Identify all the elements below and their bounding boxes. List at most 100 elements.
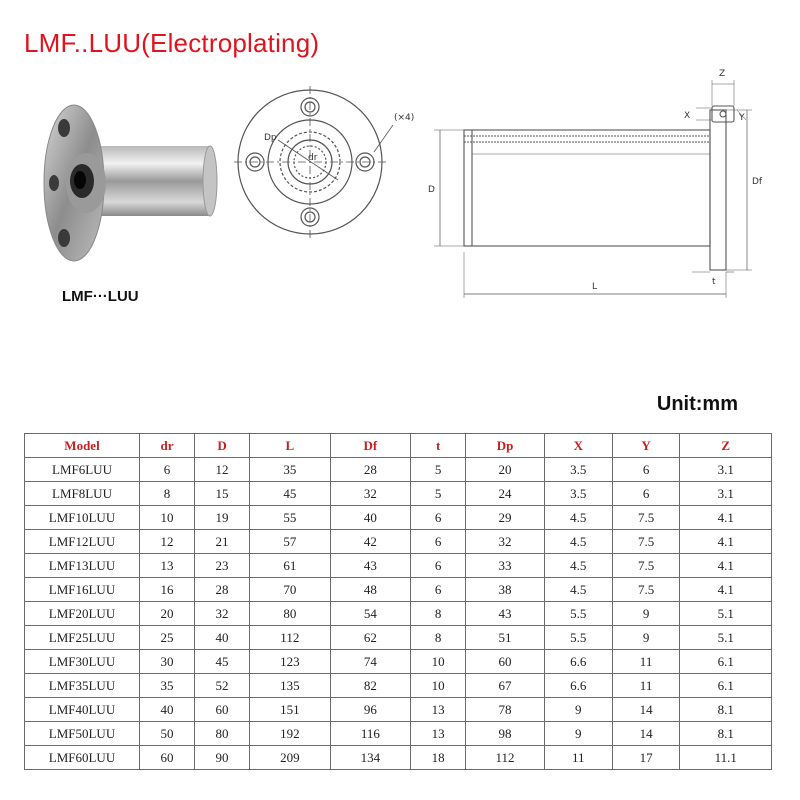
holes-count-label: (×4): [394, 113, 414, 123]
cell-y: 14: [611, 721, 681, 746]
x-label: X: [684, 111, 690, 121]
cell-d: 28: [194, 577, 251, 602]
cell-dr: 12: [138, 529, 196, 554]
cell-model: LMF12LUU: [24, 529, 140, 554]
cell-df: 134: [329, 745, 412, 770]
col-d: D: [194, 433, 251, 458]
cell-x: 9: [543, 697, 613, 722]
cell-model: LMF35LUU: [24, 673, 140, 698]
cell-y: 11: [611, 673, 681, 698]
cell-model: LMF30LUU: [24, 649, 140, 674]
cell-z: 3.1: [679, 481, 772, 506]
cell-d: 60: [194, 697, 251, 722]
cell-t: 6: [410, 529, 467, 554]
cell-d: 12: [194, 457, 251, 482]
cell-dr: 30: [138, 649, 196, 674]
cell-dp: 112: [465, 745, 545, 770]
cell-d: 80: [194, 721, 251, 746]
cell-model: LMF10LUU: [24, 505, 140, 530]
dp-label: Dp: [264, 133, 277, 143]
cell-dp: 32: [465, 529, 545, 554]
y-label: Y: [738, 113, 745, 123]
cell-df: 54: [329, 601, 412, 626]
cell-dr: 35: [138, 673, 196, 698]
cell-df: 28: [329, 457, 412, 482]
side-view-drawing: Z X Y D Df t L: [428, 69, 763, 298]
cell-z: 4.1: [679, 553, 772, 578]
col-z: Z: [679, 433, 772, 458]
table-header-row: Model dr D L Df t Dp X Y Z: [24, 433, 772, 458]
cell-model: LMF8LUU: [24, 481, 140, 506]
cell-dp: 29: [465, 505, 545, 530]
cell-dp: 67: [465, 673, 545, 698]
cell-l: 61: [249, 553, 331, 578]
cell-model: LMF25LUU: [24, 625, 140, 650]
cell-dp: 60: [465, 649, 545, 674]
cell-l: 209: [249, 745, 331, 770]
cell-dr: 40: [138, 697, 196, 722]
cell-d: 21: [194, 529, 251, 554]
cell-model: LMF60LUU: [24, 745, 140, 770]
cell-z: 8.1: [679, 697, 772, 722]
cell-df: 42: [329, 529, 412, 554]
cell-dp: 51: [465, 625, 545, 650]
cell-z: 8.1: [679, 721, 772, 746]
cell-x: 4.5: [543, 505, 613, 530]
z-label: Z: [719, 69, 725, 79]
cell-l: 70: [249, 577, 331, 602]
product-photo: [43, 104, 218, 262]
col-x: X: [543, 433, 613, 458]
cell-t: 10: [410, 649, 467, 674]
cell-t: 18: [410, 745, 467, 770]
cell-x: 4.5: [543, 529, 613, 554]
cell-y: 7.5: [611, 577, 681, 602]
cell-x: 5.5: [543, 601, 613, 626]
cell-t: 8: [410, 601, 467, 626]
product-title: LMF..LUU(Electroplating): [24, 28, 320, 58]
cell-dr: 10: [138, 505, 196, 530]
cell-y: 14: [611, 697, 681, 722]
cell-l: 135: [249, 673, 331, 698]
cell-y: 6: [611, 457, 681, 482]
cell-df: 43: [329, 553, 412, 578]
cell-t: 5: [410, 481, 467, 506]
cell-t: 13: [410, 721, 467, 746]
cell-d: 45: [194, 649, 251, 674]
l-label: L: [592, 282, 597, 292]
cell-dr: 50: [138, 721, 196, 746]
cell-t: 6: [410, 553, 467, 578]
cell-l: 57: [249, 529, 331, 554]
cell-dr: 16: [138, 577, 196, 602]
cell-t: 6: [410, 505, 467, 530]
cell-model: LMF40LUU: [24, 697, 140, 722]
cell-df: 96: [329, 697, 412, 722]
col-t: t: [410, 433, 467, 458]
cell-d: 40: [194, 625, 251, 650]
cell-y: 7.5: [611, 553, 681, 578]
cell-l: 35: [249, 457, 331, 482]
cell-dr: 25: [138, 625, 196, 650]
cell-x: 6.6: [543, 673, 613, 698]
cell-z: 4.1: [679, 577, 772, 602]
cell-dp: 43: [465, 601, 545, 626]
cell-dr: 8: [138, 481, 196, 506]
cell-dp: 33: [465, 553, 545, 578]
cell-x: 4.5: [543, 553, 613, 578]
cell-x: 3.5: [543, 481, 613, 506]
cell-dp: 24: [465, 481, 545, 506]
cell-d: 52: [194, 673, 251, 698]
cell-z: 11.1: [679, 745, 772, 770]
cell-l: 192: [249, 721, 331, 746]
cell-x: 11: [543, 745, 613, 770]
cell-model: LMF50LUU: [24, 721, 140, 746]
cell-model: LMF13LUU: [24, 553, 140, 578]
